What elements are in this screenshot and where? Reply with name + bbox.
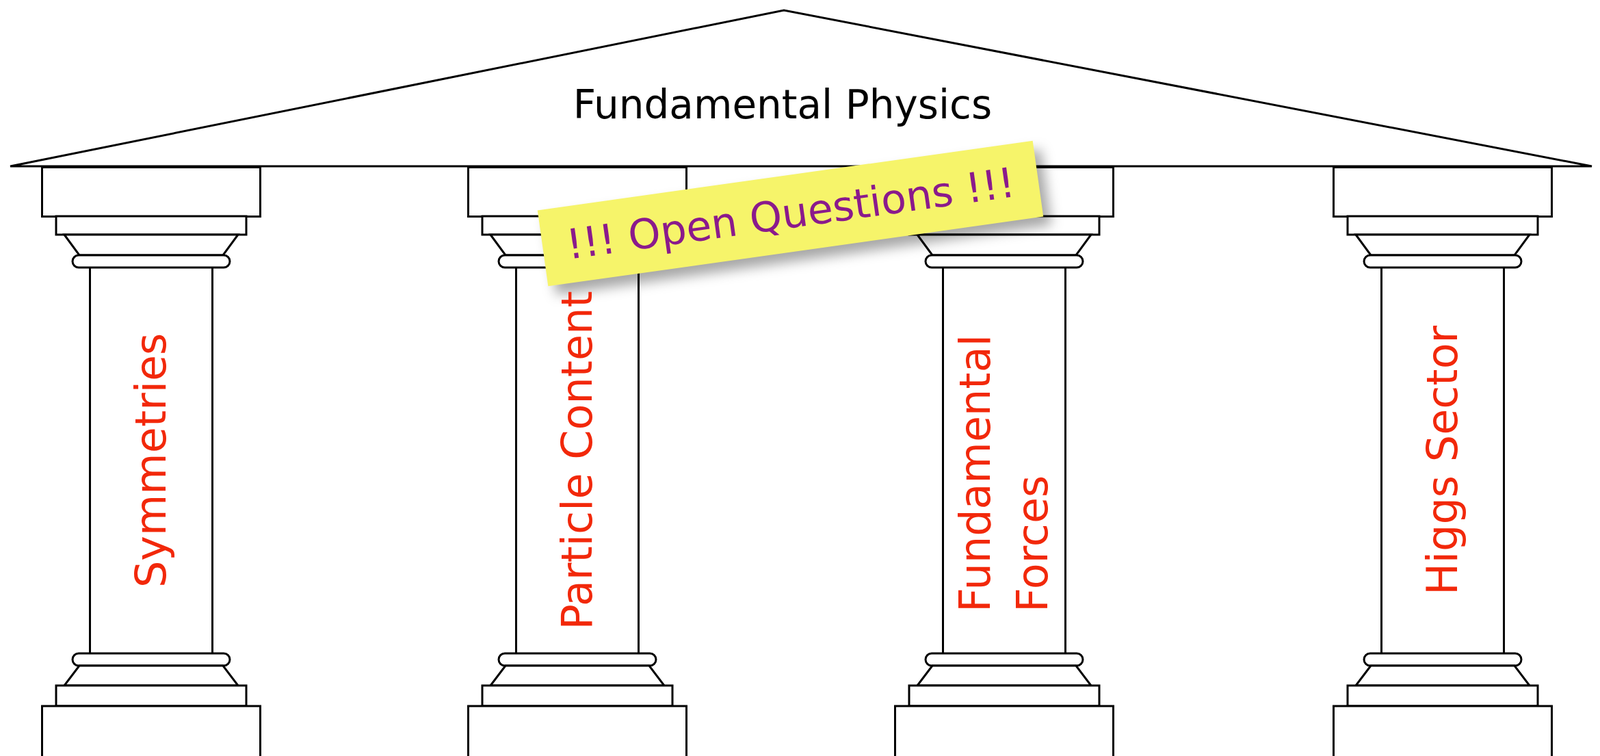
pillar: Fundamental Forces (894, 166, 1115, 756)
pillar-label: Symmetries (122, 333, 180, 588)
pillar-outline (894, 166, 1115, 756)
roof-title: Fundamental Physics (573, 81, 992, 130)
pillar-echinus (1347, 216, 1538, 235)
pillar-shaft (90, 261, 213, 659)
pillar-label: Particle Content (548, 290, 607, 630)
pillar-ring (925, 255, 1083, 268)
pillar-ring (498, 653, 657, 666)
pillar-flare (1355, 234, 1530, 256)
pillar-plinth (56, 685, 247, 706)
pillar-label: Higgs Sector (1413, 325, 1472, 596)
pillar-base (895, 705, 1114, 756)
pillar-base (42, 705, 261, 756)
pillar-flare (917, 665, 1092, 686)
pillar-abacus (42, 167, 261, 217)
pillar-plinth (482, 685, 673, 706)
pillar-ring (72, 255, 230, 268)
pillar-shaft (943, 261, 1066, 659)
pillar-abacus (1333, 167, 1553, 217)
pillar-ring (1364, 255, 1522, 268)
pillar-plinth (909, 685, 1100, 706)
pillar-base (1333, 705, 1553, 756)
pillar-flare (917, 234, 1092, 256)
roof-triangle (10, 10, 1592, 167)
pillar-label: Fundamental Forces (946, 297, 1061, 613)
pillar-flare (1355, 665, 1530, 686)
pillar-base (468, 705, 687, 756)
pillar: Symmetries (41, 166, 262, 756)
pillar-flare (64, 665, 239, 686)
pillar-ring (925, 653, 1083, 666)
pillar-echinus (56, 216, 247, 235)
pillar-flare (64, 234, 239, 256)
pillar-flare (490, 665, 665, 686)
roof-shape: Fundamental Physics (0, 0, 1600, 172)
pillar-shaft (1381, 261, 1505, 659)
pillar-ring (72, 653, 230, 666)
pillar-shaft (516, 261, 639, 659)
pillar-ring (1364, 653, 1522, 666)
pillar-plinth (1347, 685, 1538, 706)
pillar: Higgs Sector (1332, 166, 1553, 756)
